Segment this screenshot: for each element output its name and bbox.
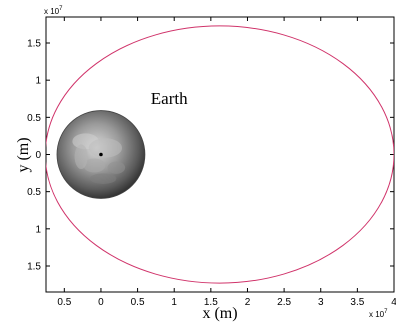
x-tick-label: 1 (171, 297, 177, 308)
x-tick-labels: 0.5 0 0.5 1 1.5 2 2.5 3 3.5 4 (57, 297, 396, 308)
y-tick-label: 0.5 (27, 187, 41, 198)
y-tick-label: 1.5 (27, 261, 41, 272)
earth-annotation: Earth (151, 89, 188, 108)
x-tick-label: 0.5 (131, 297, 145, 308)
y-axis-label: y (m) (15, 137, 32, 172)
y-multiplier: x 107 (44, 6, 63, 16)
earth-center-dot (99, 152, 103, 157)
x-multiplier: x 107 (369, 309, 388, 319)
y-tick-label: 1.5 (27, 39, 41, 50)
axis-ticks (46, 17, 395, 292)
x-tick-label: 3.5 (350, 297, 364, 308)
orbit-ellipse (46, 25, 394, 284)
earth-landmass (107, 161, 126, 174)
earth-landmass (83, 158, 106, 173)
x-tick-label: 1.5 (204, 297, 218, 308)
x-tick-label: 2 (245, 297, 251, 308)
y-tick-label: 0 (35, 150, 41, 161)
y-tick-label: 0.5 (27, 113, 41, 124)
x-axis-label: x (m) (202, 305, 237, 322)
y-tick-label: 1 (35, 224, 41, 235)
y-tick-label: 1 (35, 76, 41, 87)
y-tick-labels: 1.5 1 0.5 0 0.5 1 1.5 (27, 39, 41, 273)
x-tick-label: 4 (391, 297, 396, 308)
x-tick-label: 2.5 (277, 297, 291, 308)
earth-landmass (74, 144, 88, 170)
earth-landmass (89, 173, 117, 184)
x-tick-label: 0 (98, 297, 104, 308)
earth-landmass (88, 138, 123, 158)
earth-globe (56, 110, 146, 199)
x-tick-label: 3 (318, 297, 324, 308)
x-tick-label: 0.5 (57, 297, 71, 308)
